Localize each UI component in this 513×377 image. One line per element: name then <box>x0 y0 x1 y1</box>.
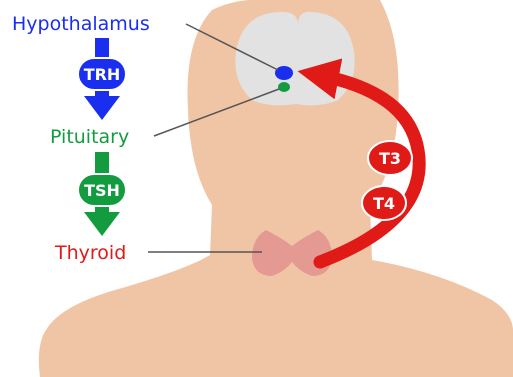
t4-label: T4 <box>373 194 395 213</box>
trh-pill: TRH <box>78 58 126 90</box>
hypothalamus-dot <box>275 66 293 80</box>
tsh-label: TSH <box>84 181 120 200</box>
t3-label: T3 <box>379 149 401 168</box>
hypothalamus-label: Hypothalamus <box>12 13 150 35</box>
pituitary-label: Pituitary <box>50 126 129 148</box>
pituitary-dot <box>278 82 290 92</box>
t3-pill: T3 <box>368 141 412 175</box>
thyroid-label: Thyroid <box>54 242 126 264</box>
tsh-pill: TSH <box>78 174 126 206</box>
t4-pill: T4 <box>362 186 406 220</box>
brain <box>235 12 354 105</box>
trh-label: TRH <box>84 65 121 84</box>
